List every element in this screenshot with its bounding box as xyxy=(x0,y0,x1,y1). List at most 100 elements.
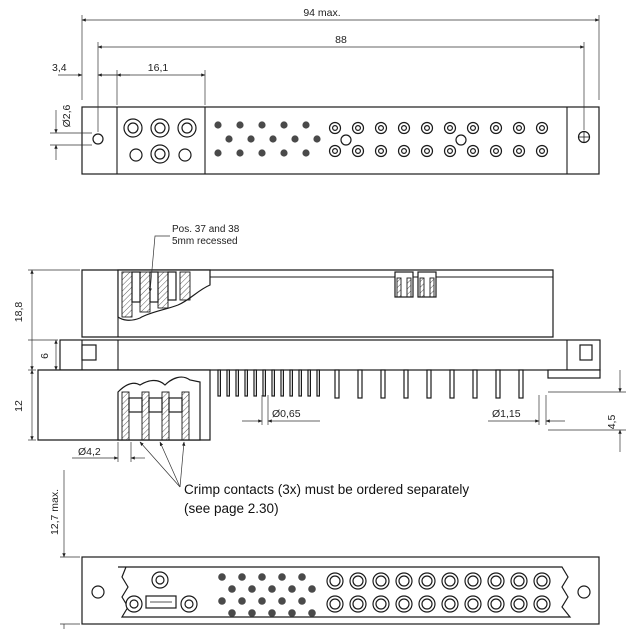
power-contact-core xyxy=(470,148,477,155)
signal-contact xyxy=(236,149,244,157)
mounting-flange xyxy=(59,339,601,371)
power-contact xyxy=(455,134,467,146)
dim-contact-diameter: Ø4,2 xyxy=(78,446,101,458)
signal-contact xyxy=(258,121,266,129)
signal-contact xyxy=(214,121,222,129)
solder-pin xyxy=(403,369,409,399)
dim-flange-height: 6 xyxy=(39,353,51,359)
top-power-contacts xyxy=(328,121,549,158)
coax-cavities xyxy=(123,118,197,164)
solder-pin xyxy=(226,369,231,397)
dim-upper-height: 18,8 xyxy=(13,302,25,323)
signal-contact xyxy=(225,135,233,143)
bottom-view: 12,7 max. xyxy=(49,470,600,629)
solder-pin xyxy=(518,369,524,399)
solder-pin xyxy=(217,369,222,397)
power-contact-core xyxy=(329,598,341,610)
solder-pin xyxy=(472,369,478,399)
signal-contact xyxy=(238,573,246,581)
power-contact-core xyxy=(513,575,525,587)
dim-pin-offset: 4,5 xyxy=(606,415,618,430)
signal-contact xyxy=(214,149,222,157)
power-contact-core xyxy=(467,598,479,610)
bottom-signal-contacts xyxy=(218,573,316,617)
power-contact-core xyxy=(493,148,500,155)
power-contact-core xyxy=(515,124,522,131)
power-contact-core xyxy=(421,598,433,610)
signal-contact xyxy=(302,121,310,129)
signal-contact xyxy=(248,585,256,593)
signal-contact xyxy=(258,149,266,157)
signal-contact xyxy=(302,149,310,157)
signal-contact xyxy=(308,585,316,593)
solder-pin xyxy=(262,369,267,397)
dim-pin-diameter-2: Ø1,15 xyxy=(492,408,521,420)
power-contact-core xyxy=(332,124,339,131)
power-contact-core xyxy=(470,124,477,131)
crimp-note-line1: Crimp contacts (3x) must be ordered sepa… xyxy=(184,482,469,497)
signal-contact xyxy=(291,135,299,143)
signal-contact xyxy=(218,597,226,605)
power-contact-core xyxy=(467,575,479,587)
power-contact-core xyxy=(490,575,502,587)
note-recessed-line1: Pos. 37 and 38 xyxy=(172,224,240,235)
power-contact-core xyxy=(513,598,525,610)
power-contact-core xyxy=(515,148,522,155)
solder-pin xyxy=(289,369,294,397)
power-contact-core xyxy=(444,598,456,610)
top-view: 94 max. 88 3,4 16,1 Ø2,6 xyxy=(50,7,600,175)
dim-coax-block: 16,1 xyxy=(148,62,169,74)
bottom-mounting-hole-right xyxy=(577,585,591,599)
signal-contact xyxy=(248,609,256,617)
solder-pin xyxy=(495,369,501,399)
signal-contact xyxy=(228,609,236,617)
dim-pin-diameter: Ø0,65 xyxy=(272,408,301,420)
power-contact-core xyxy=(536,575,548,587)
solder-pin xyxy=(244,369,249,397)
solder-pin xyxy=(426,369,432,399)
solder-pin xyxy=(253,369,258,397)
solder-pin xyxy=(298,369,303,397)
power-contact-core xyxy=(401,148,408,155)
top-signal-contacts xyxy=(214,121,321,157)
dim-edge-offset: 3,4 xyxy=(52,62,67,74)
power-contact-core xyxy=(378,124,385,131)
solder-pin xyxy=(280,369,285,397)
power-contact-core xyxy=(401,124,408,131)
signal-contact xyxy=(298,573,306,581)
dim-overall-length: 94 max. xyxy=(303,7,340,19)
crimp-note-line2: (see page 2.30) xyxy=(184,501,279,516)
signal-contact xyxy=(278,597,286,605)
signal-contact xyxy=(258,597,266,605)
power-contact-core xyxy=(421,575,433,587)
signal-contact xyxy=(298,597,306,605)
signal-contact xyxy=(268,585,276,593)
power-contact-core xyxy=(378,148,385,155)
power-contact-core xyxy=(398,575,410,587)
signal-contact xyxy=(258,573,266,581)
power-contact-core xyxy=(536,598,548,610)
dim-bottom-height: 12,7 max. xyxy=(49,489,61,535)
signal-contact xyxy=(269,135,277,143)
signal-contact xyxy=(268,609,276,617)
power-contact-core xyxy=(490,598,502,610)
power-contact-core xyxy=(424,148,431,155)
side-view: Pos. 37 and 38 5mm recessed 18,8 6 12 Ø4… xyxy=(13,224,626,516)
power-contact-core xyxy=(447,148,454,155)
power-contact-core xyxy=(329,575,341,587)
power-contact xyxy=(340,134,352,146)
signal-contact xyxy=(228,585,236,593)
signal-contact xyxy=(238,597,246,605)
signal-contact xyxy=(218,573,226,581)
solder-pin xyxy=(271,369,276,397)
bottom-power-contacts xyxy=(326,572,551,613)
power-contact-core xyxy=(538,148,545,155)
signal-contact xyxy=(278,573,286,581)
note-recessed-line2: 5mm recessed xyxy=(172,236,238,247)
power-contact-core xyxy=(355,148,362,155)
dim-hole-pitch: 88 xyxy=(335,34,347,46)
solder-pin xyxy=(357,369,363,399)
power-contact-core xyxy=(398,598,410,610)
signal-contact xyxy=(236,121,244,129)
